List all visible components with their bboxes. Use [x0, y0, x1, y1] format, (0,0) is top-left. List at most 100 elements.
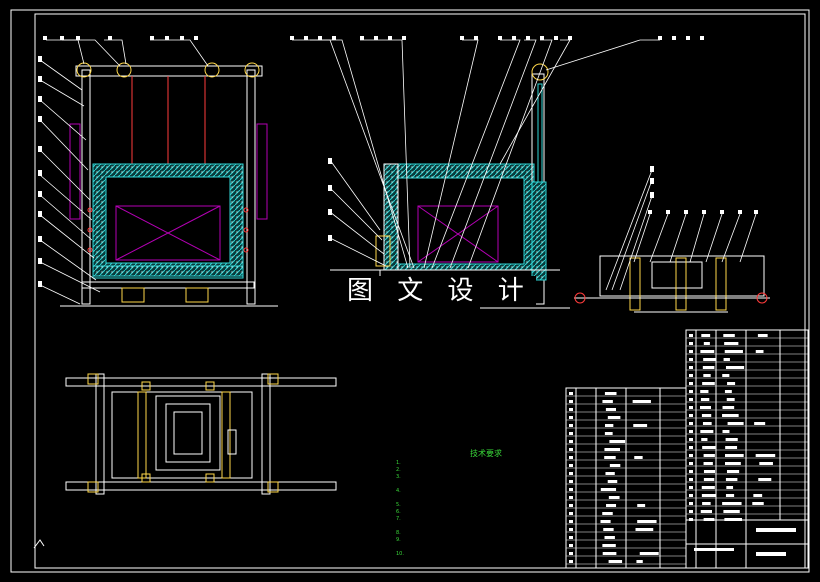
technical-requirement-note: 2. — [396, 467, 401, 473]
table-cell-mark — [569, 536, 573, 539]
cart-view-leaders — [605, 169, 757, 291]
table-cell-mark — [703, 470, 716, 473]
table-cell-mark — [759, 462, 773, 465]
table-cell-mark — [569, 528, 573, 531]
table-cell-mark — [689, 486, 693, 489]
table-cell-mark — [602, 552, 617, 555]
technical-requirement-note: 7. — [396, 516, 401, 522]
technical-requirements-title: 技术要求 — [470, 449, 502, 458]
table-cell-mark — [723, 334, 735, 337]
table-cell-mark — [605, 472, 615, 475]
table-cell-mark — [569, 432, 573, 435]
cursor-mark — [33, 539, 45, 549]
table-cell-mark — [569, 392, 573, 395]
table-cell-mark — [724, 462, 741, 465]
table-cell-mark — [702, 366, 715, 369]
table-cell-mark — [689, 334, 693, 337]
table-cell-mark — [689, 374, 693, 377]
table-cell-mark — [569, 520, 573, 523]
table-cell-mark — [636, 560, 643, 563]
table-cell-mark — [689, 454, 693, 457]
table-cell-mark — [605, 408, 617, 411]
table-cell-mark — [701, 494, 716, 497]
technical-requirement-note: 3. — [396, 474, 401, 480]
table-cell-mark — [726, 398, 735, 401]
table-cell-mark — [689, 462, 693, 465]
technical-requirement-note: 6. — [396, 509, 401, 515]
table-cell-mark — [603, 528, 614, 531]
table-cell-mark — [689, 430, 693, 433]
side-view — [330, 63, 570, 309]
table-cell-mark — [607, 480, 618, 483]
technical-requirement-note: 4. — [396, 488, 401, 494]
table-cell-mark — [701, 486, 715, 489]
watermark-text: 图 文 设 计 — [343, 276, 536, 306]
front-view — [60, 62, 278, 307]
table-cell-mark — [602, 512, 613, 515]
table-cell-mark — [703, 374, 711, 377]
table-cell-mark — [702, 422, 712, 425]
table-cell-mark — [604, 536, 615, 539]
sheet-border — [10, 9, 810, 573]
table-cell-mark — [632, 400, 651, 403]
table-cell-mark — [755, 350, 764, 353]
table-cell-mark — [723, 358, 730, 361]
table-cell-mark — [569, 448, 573, 451]
table-cell-mark — [700, 390, 709, 393]
table-cell-mark — [724, 390, 732, 393]
table-cell-mark — [701, 334, 711, 337]
table-cell-mark — [726, 470, 740, 473]
table-cell-mark — [724, 454, 744, 457]
table-cell-mark — [701, 414, 712, 417]
table-cell-mark — [689, 502, 693, 505]
table-cell-mark — [569, 504, 573, 507]
technical-requirement-note: 10. — [396, 551, 404, 557]
table-cell-mark — [569, 552, 573, 555]
table-cell-mark — [689, 414, 693, 417]
cart-view-balloons — [648, 166, 758, 214]
table-cell-mark — [689, 494, 693, 497]
table-cell-mark — [637, 520, 657, 523]
table-cell-mark — [755, 454, 776, 457]
table-cell-mark — [569, 544, 573, 547]
table-cell-mark — [600, 488, 617, 491]
table-cell-mark — [722, 374, 730, 377]
table-cell-mark — [633, 424, 648, 427]
plan-view — [65, 373, 337, 495]
table-cell-mark — [609, 464, 621, 467]
table-cell-mark — [689, 470, 693, 473]
table-cell-mark — [725, 438, 738, 441]
table-cell-mark — [604, 448, 620, 451]
table-cell-mark — [689, 406, 693, 409]
table-cell-mark — [758, 478, 772, 481]
table-cell-mark — [727, 422, 744, 425]
table-cell-mark — [607, 416, 621, 419]
table-cell-mark — [602, 544, 616, 547]
table-cell-mark — [637, 504, 646, 507]
table-cell-mark — [689, 390, 693, 393]
table-cell-mark — [608, 560, 623, 563]
table-cell-mark — [569, 472, 573, 475]
table-cell-mark — [725, 494, 735, 497]
table-cell-mark — [689, 478, 693, 481]
technical-requirement-note: 5. — [396, 502, 401, 508]
technical-requirements-notes: 1.2.3.4.5.6.7.8.9.10. — [396, 460, 596, 558]
table-cell-mark — [700, 510, 712, 513]
table-cell-mark — [725, 478, 738, 481]
table-cell-mark — [703, 478, 715, 481]
table-cell-mark — [634, 456, 643, 459]
table-cell-mark — [703, 358, 717, 361]
technical-requirement-note: 9. — [396, 537, 401, 543]
table-cell-mark — [569, 560, 573, 563]
table-cell-mark — [724, 342, 739, 345]
table-cell-mark — [723, 510, 740, 513]
table-cell-mark — [689, 366, 693, 369]
table-cell-mark — [727, 382, 736, 385]
table-cell-mark — [722, 430, 730, 433]
parts-list-cells — [569, 334, 776, 563]
table-cell-mark — [569, 464, 573, 467]
table-cell-mark — [689, 382, 693, 385]
side-view-balloons — [290, 36, 704, 241]
table-cell-mark — [689, 358, 693, 361]
